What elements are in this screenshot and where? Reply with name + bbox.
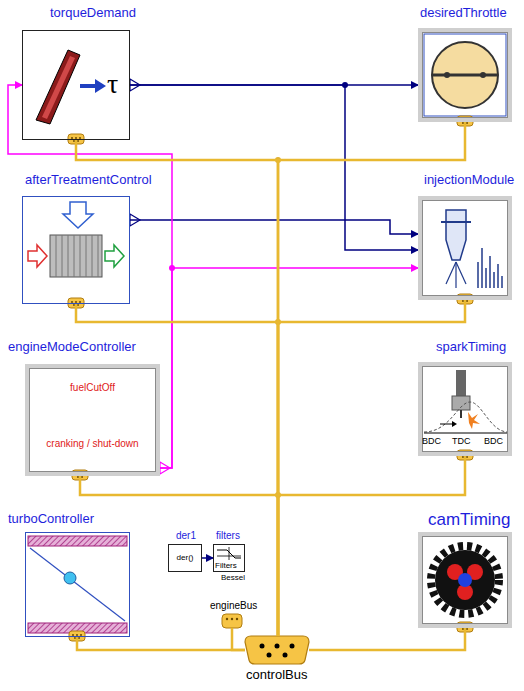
block-node: controlBus <box>245 636 309 683</box>
block-name: afterTreatmentControl <box>25 173 152 188</box>
block-node: camTiming <box>418 510 512 628</box>
block-node: torqueDemand <box>22 6 136 140</box>
block-name: filters <box>216 530 240 542</box>
signal-connection <box>8 85 172 468</box>
block-name: injectionModule <box>424 173 514 188</box>
block-node: desiredThrottle <box>418 6 512 122</box>
block-node: engineBus <box>210 600 258 628</box>
signal-connection <box>160 268 418 468</box>
block-icon <box>418 28 512 122</box>
bus-connection <box>232 628 245 650</box>
torque-symbol: τ <box>107 70 118 98</box>
block-name: der1 <box>176 530 196 542</box>
block-name: camTiming <box>428 510 511 530</box>
block-name: controlBus <box>246 668 307 683</box>
icon-text: fuelCutOff <box>29 382 156 394</box>
block-icon: fuelCutOff cranking / shut-down <box>25 364 160 476</box>
block-node: der1 der() <box>168 530 202 572</box>
bus-connection <box>77 637 245 650</box>
block-icon <box>418 532 512 628</box>
block-icon <box>222 614 242 628</box>
block-icon <box>245 636 309 664</box>
block-node: turboController <box>8 512 130 637</box>
block-name: torqueDemand <box>50 6 136 21</box>
signal-connection <box>130 85 418 250</box>
bus-connection <box>80 476 278 636</box>
block-icon <box>22 196 130 304</box>
signal-connection <box>130 220 418 234</box>
block-name: desiredThrottle <box>420 6 507 21</box>
bus-connection <box>309 628 465 650</box>
block-icon <box>25 532 130 637</box>
signal-connection <box>202 557 213 559</box>
block-node: engineModeController fuelCutOff cranking /… <box>8 340 160 476</box>
block-name: turboController <box>8 512 94 527</box>
block-name: engineBus <box>210 600 257 612</box>
icon-text: cranking / shut-down <box>29 438 156 450</box>
block-icon: der() <box>168 544 202 572</box>
block-icon <box>418 196 512 300</box>
block-name: engineModeController <box>8 340 136 355</box>
block-node: injectionModule <box>418 173 515 300</box>
icon-label: TDC <box>452 437 471 446</box>
block-name: sparkTiming <box>436 340 506 355</box>
icon-text: der() <box>169 553 201 562</box>
bus-connection <box>278 456 465 636</box>
icon-label: BDC <box>422 437 441 446</box>
icon-label: Filters <box>215 562 237 570</box>
icon-label: BDC <box>484 437 503 446</box>
block-node: afterTreatmentControl <box>22 173 152 304</box>
icon-label: Bessel <box>221 574 245 582</box>
